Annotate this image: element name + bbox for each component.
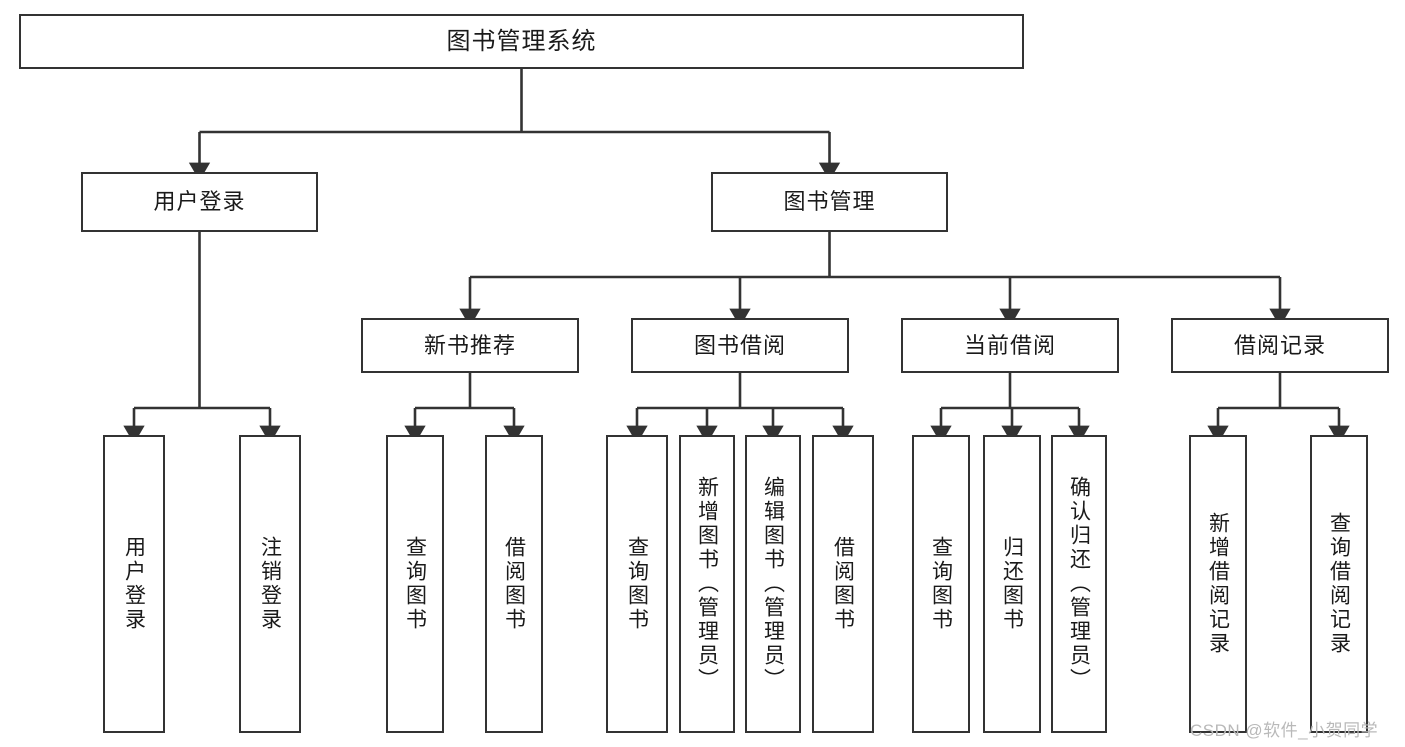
node-leaf_10[interactable]: 确认归还（管理员） [1051, 435, 1107, 733]
node-l2_2[interactable]: 当前借阅 [901, 318, 1119, 373]
node-leaf_6[interactable]: 编辑图书（管理员） [745, 435, 801, 733]
node-l2_1[interactable]: 图书借阅 [631, 318, 849, 373]
node-label-l1_0: 用户登录 [153, 189, 246, 215]
node-leaf_0[interactable]: 用户登录 [103, 435, 165, 733]
node-leaf_5[interactable]: 新增图书（管理员） [679, 435, 735, 733]
node-label-leaf_12: 查询借阅记录 [1327, 512, 1351, 656]
node-label-leaf_4: 查询图书 [625, 536, 649, 632]
node-label-leaf_11: 新增借阅记录 [1206, 512, 1230, 656]
edge-group [123, 69, 1350, 444]
node-leaf_9[interactable]: 归还图书 [983, 435, 1041, 733]
node-label-leaf_2: 查询图书 [403, 536, 427, 632]
node-label-leaf_0: 用户登录 [122, 536, 146, 632]
node-label-leaf_3: 借阅图书 [502, 536, 526, 632]
node-label-leaf_7: 借阅图书 [831, 536, 855, 632]
node-leaf_2[interactable]: 查询图书 [386, 435, 444, 733]
node-label-leaf_6: 编辑图书（管理员） [761, 476, 785, 692]
node-leaf_11[interactable]: 新增借阅记录 [1189, 435, 1247, 733]
node-l2_0[interactable]: 新书推荐 [361, 318, 579, 373]
node-label-l1_1: 图书管理 [783, 189, 876, 215]
node-l1_0[interactable]: 用户登录 [81, 172, 318, 232]
node-label-l2_0: 新书推荐 [423, 332, 516, 358]
node-label-leaf_10: 确认归还（管理员） [1067, 476, 1091, 692]
node-label-leaf_5: 新增图书（管理员） [695, 476, 719, 692]
node-leaf_1[interactable]: 注销登录 [239, 435, 301, 733]
node-root[interactable]: 图书管理系统 [19, 14, 1024, 69]
node-l2_3[interactable]: 借阅记录 [1171, 318, 1389, 373]
node-leaf_7[interactable]: 借阅图书 [812, 435, 874, 733]
node-label-leaf_9: 归还图书 [1000, 536, 1024, 632]
node-leaf_4[interactable]: 查询图书 [606, 435, 668, 733]
node-label-l2_3: 借阅记录 [1233, 332, 1326, 358]
node-leaf_8[interactable]: 查询图书 [912, 435, 970, 733]
node-label-leaf_8: 查询图书 [929, 536, 953, 632]
node-label-leaf_1: 注销登录 [258, 536, 282, 632]
node-label-l2_2: 当前借阅 [963, 332, 1056, 358]
node-label-l2_1: 图书借阅 [693, 332, 786, 358]
node-leaf_3[interactable]: 借阅图书 [485, 435, 543, 733]
node-label-root: 图书管理系统 [446, 27, 597, 55]
node-leaf_12[interactable]: 查询借阅记录 [1310, 435, 1368, 733]
node-l1_1[interactable]: 图书管理 [711, 172, 948, 232]
